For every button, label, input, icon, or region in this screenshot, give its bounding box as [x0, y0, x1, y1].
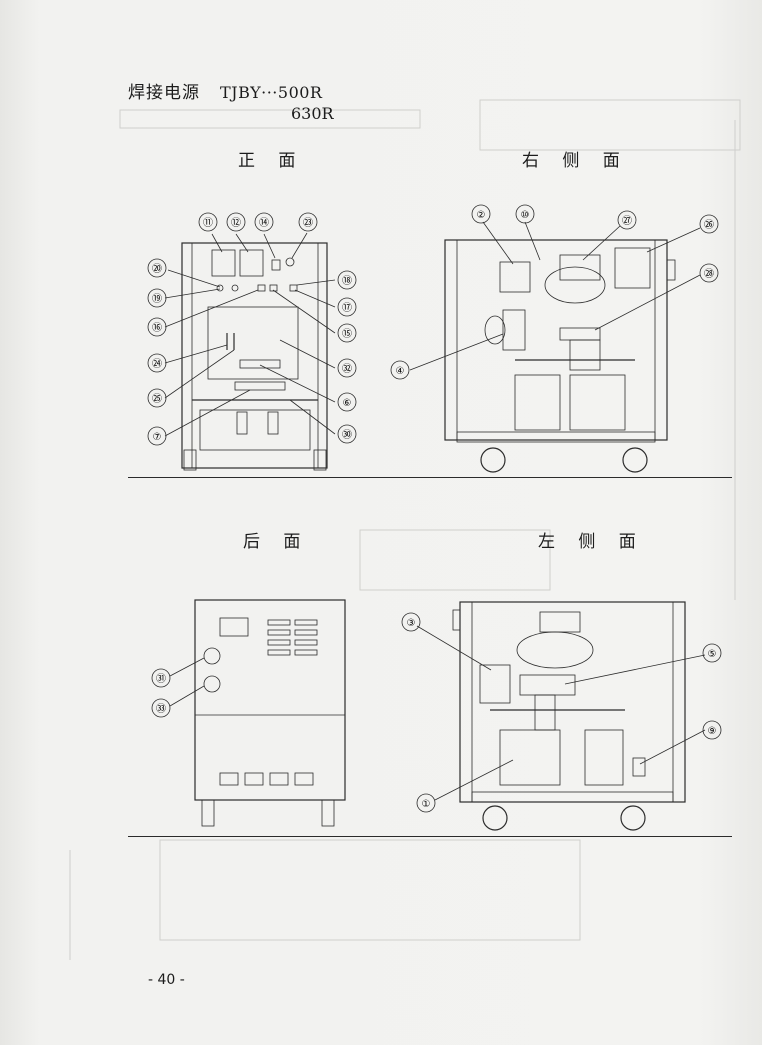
front-callouts: ⑪ ⑫ ⑭ ㉓ ⑳ ⑱ ⑲ ⑰ ⑯ ⑮ ㉔ ㉜ ㉕ ⑥ ⑦ ㉚ [147, 212, 357, 446]
front-view-label: 正 面 [238, 151, 305, 171]
left-view-drawing: ③ ⑤ ⑨ ① [401, 601, 722, 831]
callout-left: ⑤ [708, 649, 717, 660]
front-view-drawing: ⑪ ⑫ ⑭ ㉓ ⑳ ⑱ ⑲ ⑰ ⑯ ⑮ ㉔ ㉜ ㉕ ⑥ ⑦ ㉚ [147, 212, 357, 471]
callout-front: ⑪ [203, 217, 213, 229]
callout-front: ⑦ [153, 432, 162, 443]
rear-view-drawing: ㉛ ㉝ [151, 599, 346, 827]
callout-front: ⑮ [342, 328, 352, 340]
callout-front: ㉕ [152, 393, 162, 405]
document-title: 焊接电源 TJBY···500R [128, 78, 322, 103]
right-view-drawing: ② ⑩ ㉗ ㉖ ㉘ ④ [390, 204, 719, 473]
callout-front: ㉚ [342, 429, 352, 441]
callout-front: ⑱ [342, 275, 352, 287]
callout-left: ③ [407, 618, 416, 629]
callout-front: ⑥ [343, 398, 352, 409]
section-divider-bottom [128, 836, 732, 837]
callout-front: ㉜ [342, 363, 352, 375]
callout-front: ⑯ [152, 322, 162, 334]
callout-front: ⑰ [342, 302, 352, 314]
callout-rear: ㉛ [156, 673, 166, 685]
right-view-label: 右 侧 面 [522, 151, 629, 171]
callout-right: ② [477, 210, 486, 221]
model-line-1: TJBY···500R [220, 83, 323, 102]
left-view-label: 左 侧 面 [538, 532, 645, 552]
callout-rear: ㉝ [156, 703, 166, 715]
rear-callouts: ㉛ ㉝ [151, 668, 171, 718]
title-cn: 焊接电源 [128, 83, 200, 103]
callout-right: ⑩ [521, 210, 530, 221]
right-callouts: ② ⑩ ㉗ ㉖ ㉘ ④ [390, 204, 719, 380]
callout-left: ① [422, 799, 431, 810]
callout-front: ⑲ [152, 293, 162, 305]
section-divider-top [128, 477, 732, 478]
callout-right: ㉖ [704, 219, 714, 231]
callout-front: ⑫ [231, 217, 241, 229]
page-number: - 40 - [148, 972, 185, 988]
model-line-2: 630R [291, 104, 334, 123]
left-callouts: ③ ⑤ ⑨ ① [401, 612, 722, 813]
callout-front: ⑭ [259, 217, 269, 229]
callout-left: ⑨ [708, 726, 717, 737]
callout-front: ㉔ [152, 358, 162, 370]
callout-right: ㉘ [704, 268, 714, 280]
callout-right: ㉗ [622, 215, 632, 227]
callout-front: ⑳ [152, 263, 162, 275]
callout-right: ④ [396, 366, 405, 377]
callout-front: ㉓ [303, 217, 313, 229]
rear-view-label: 后 面 [243, 532, 310, 552]
